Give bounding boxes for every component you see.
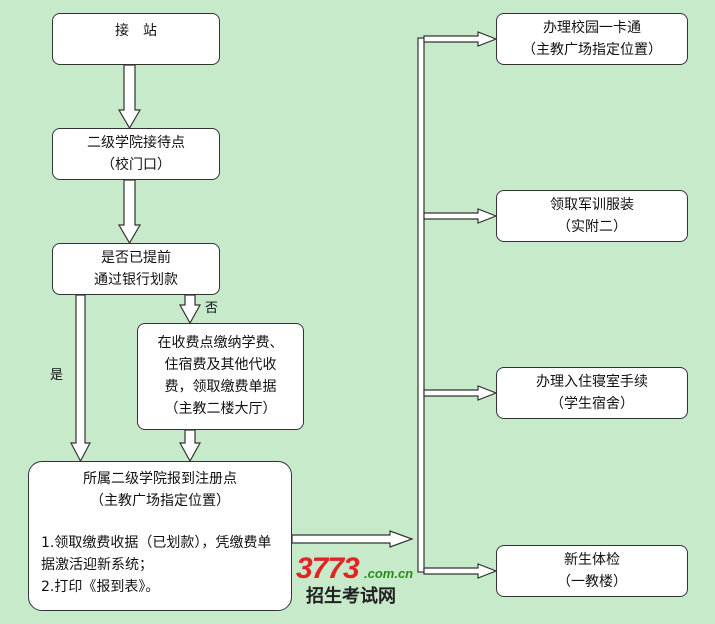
node-text: 领取军训服装 xyxy=(550,197,634,213)
arrow-reception-to-decision xyxy=(117,179,142,245)
node-text: 二级学院接待点 xyxy=(87,135,185,151)
node-card: 办理校园一卡通 （主教广场指定位置） xyxy=(496,13,688,65)
node-uniform: 领取军训服装 （实附二） xyxy=(496,190,688,242)
node-text: （校门口） xyxy=(101,157,171,173)
arrow-register-to-branch xyxy=(291,530,414,548)
step: 1.领取缴费收据（已划款），凭缴费单据激活迎新系统； xyxy=(41,535,272,573)
node-text: （实附二） xyxy=(557,219,627,235)
node-text: 住宿费及其他代收 xyxy=(164,357,277,373)
node-checkup: 新生体检 （一教楼） xyxy=(496,545,688,597)
node-pickup: 接 站 xyxy=(52,13,220,65)
arrow-to-card xyxy=(423,31,498,47)
arrow-decision-no xyxy=(178,294,202,325)
node-text: 通过银行划款 xyxy=(94,272,178,288)
watermark-name: 招生考试网 xyxy=(306,586,396,607)
node-text: 办理入住寝室手续 xyxy=(536,374,648,390)
arrow-decision-yes xyxy=(70,294,91,463)
node-decision: 是否已提前 通过银行划款 xyxy=(52,243,220,295)
node-text: 在收费点缴纳学费、 xyxy=(157,335,284,351)
watermark-logo: 3773 .com.cn 招生考试网 xyxy=(296,552,416,612)
label-yes: 是 xyxy=(50,368,64,383)
arrow-to-uniform xyxy=(423,208,498,224)
arrow-to-dorm xyxy=(423,385,498,401)
branch-bar xyxy=(417,37,425,573)
step: 2.打印《报到表》。 xyxy=(41,579,160,595)
arrow-to-checkup xyxy=(423,563,498,579)
watermark-domain: .com.cn xyxy=(364,566,414,581)
node-payment: 在收费点缴纳学费、 住宿费及其他代收 费，领取缴费单据 （主教二楼大厅） xyxy=(137,323,304,430)
node-text: 接 站 xyxy=(115,23,157,39)
label-no: 否 xyxy=(205,301,219,316)
node-text: 是否已提前 xyxy=(101,250,171,266)
node-register: 所属二级学院报到注册点 （主教广场指定位置） 1.领取缴费收据（已划款），凭缴费… xyxy=(28,461,292,611)
node-text: 所属二级学院报到注册点 xyxy=(83,471,237,487)
node-text: （一教楼） xyxy=(557,574,627,590)
node-text: （学生宿舍） xyxy=(550,396,634,412)
node-dorm: 办理入住寝室手续 （学生宿舍） xyxy=(496,367,688,419)
node-text: （主教二楼大厅） xyxy=(164,401,277,417)
node-text: 办理校园一卡通 xyxy=(543,20,641,36)
arrow-pickup-to-reception xyxy=(117,64,142,130)
node-text: 费，领取缴费单据 xyxy=(164,379,277,395)
node-reception: 二级学院接待点 （校门口） xyxy=(52,128,220,180)
register-steps: 1.领取缴费收据（已划款），凭缴费单据激活迎新系统； 2.打印《报到表》。 xyxy=(41,532,279,598)
node-text: （主教广场指定位置） xyxy=(90,493,230,509)
node-text: 新生体检 xyxy=(564,552,620,568)
watermark-number: 3773 xyxy=(296,552,360,585)
arrow-payment-to-register xyxy=(178,429,202,463)
node-text: （主教广场指定位置） xyxy=(522,42,662,58)
